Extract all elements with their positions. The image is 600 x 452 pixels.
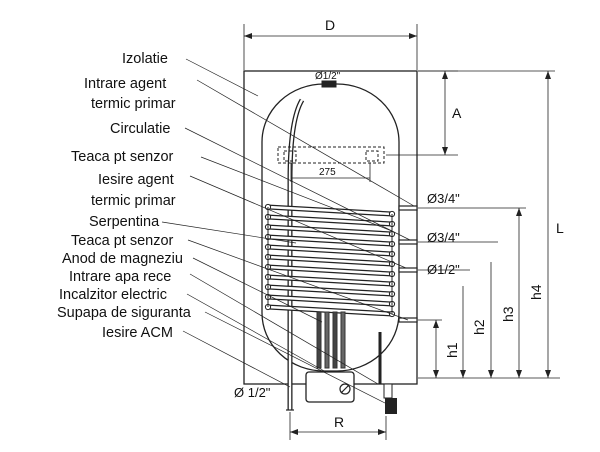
- label-supapa: Supapa de siguranta: [57, 305, 192, 321]
- top-connection: [321, 80, 337, 88]
- dim-L-label: L: [556, 220, 564, 236]
- connection-label-2: Ø3/4": [427, 230, 460, 245]
- dimension-arrows: [244, 33, 551, 435]
- coil-turn-highlight: [267, 225, 393, 236]
- label-iesire-agent-2: termic primar: [91, 193, 176, 209]
- dim-D-label: D: [325, 17, 335, 33]
- label-circulatie: Circulatie: [110, 121, 170, 137]
- bottom-flange: [305, 371, 355, 403]
- coil-turn-highlight: [267, 205, 393, 216]
- bottom-connection-label: Ø 1/2": [234, 385, 271, 400]
- dim-A-label: A: [452, 105, 462, 121]
- coil-turn-highlight: [267, 255, 393, 266]
- side-connections: [398, 205, 418, 323]
- sensor-bracket: [277, 146, 385, 164]
- connection-label-1: Ø3/4": [427, 191, 460, 206]
- label-teaca-1: Teaca pt senzor: [71, 149, 174, 165]
- label-serpentina: Serpentina: [89, 214, 160, 230]
- connection-label-3: Ø1/2": [427, 262, 460, 277]
- coil-turn-highlight: [267, 245, 393, 256]
- label-iesire-acm: Iesire ACM: [102, 325, 173, 341]
- coil-turn-highlight: [267, 235, 393, 246]
- label-izolatie: Izolatie: [122, 51, 168, 67]
- label-intrare-agent-2: termic primar: [91, 96, 176, 112]
- dim-h2-label: h2: [471, 319, 487, 335]
- coil: [264, 203, 396, 318]
- label-intrare-agent-1: Intrare agent: [84, 76, 166, 92]
- label-teaca-2: Teaca pt senzor: [71, 233, 174, 249]
- dim-R-label: R: [334, 414, 344, 430]
- coil-turn-highlight: [267, 285, 393, 296]
- top-connection-label: Ø1/2": [315, 71, 341, 82]
- dim-h1-label: h1: [444, 342, 460, 358]
- dim-275-label: 275: [319, 167, 336, 178]
- dim-h3-label: h3: [500, 306, 516, 322]
- dim-h4-label: h4: [528, 284, 544, 300]
- coil-turn-highlight: [267, 305, 393, 316]
- label-anod: Anod de magneziu: [62, 251, 183, 267]
- label-intrare-apa: Intrare apa rece: [69, 269, 171, 285]
- label-incalzitor: Incalzitor electric: [59, 287, 167, 303]
- coil-turn-highlight: [267, 265, 393, 276]
- safety-valve: [383, 383, 397, 414]
- dimension-lines: [243, 24, 560, 440]
- coil-turn-highlight: [267, 275, 393, 286]
- coil-turn-highlight: [267, 295, 393, 306]
- dim-275: [290, 163, 371, 182]
- leader-lines: [161, 58, 415, 405]
- heater-rods: [316, 311, 346, 369]
- label-iesire-agent-1: Iesire agent: [98, 172, 174, 188]
